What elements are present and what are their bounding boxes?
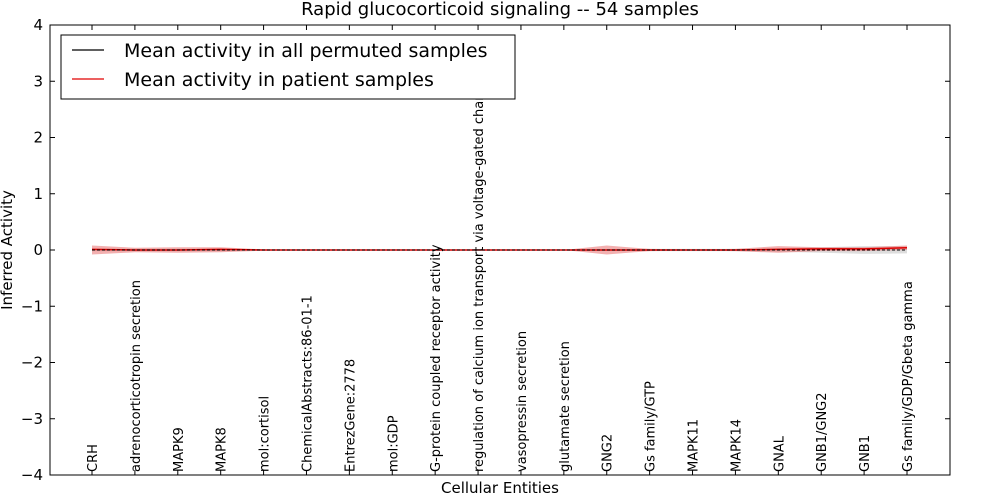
legend-entry: Mean activity in patient samples: [124, 69, 434, 91]
x-axis: [91, 25, 908, 475]
y-tick-label: −4: [21, 466, 43, 484]
entity-label: Gs family/GDP/Gbeta gamma: [901, 281, 916, 472]
y-tick-label: −1: [21, 297, 43, 315]
legend-entry: Mean activity in all permuted samples: [124, 40, 487, 62]
series-lines: [91, 247, 908, 251]
legend: Mean activity in all permuted samplesMea…: [60, 34, 516, 100]
y-tick-label: 0: [33, 241, 43, 259]
entity-label: GNB1: [858, 435, 873, 472]
y-tick-label: 4: [33, 16, 43, 34]
entity-label: mol:GDP: [386, 415, 401, 472]
entity-label: MAPK11: [687, 419, 702, 472]
entity-label: G-protein coupled receptor activity: [429, 244, 444, 472]
entity-label: GNB1/GNG2: [815, 392, 830, 472]
entity-label: ChemicalAbstracts:86-01-1: [301, 295, 316, 472]
entity-label: Gs family/GTP: [644, 381, 659, 472]
entity-label: regulation of calcium ion transport via …: [472, 73, 487, 472]
entity-label: glutamate secretion: [558, 341, 573, 472]
y-tick-label: −2: [21, 354, 43, 372]
y-tick-label: 3: [33, 72, 43, 90]
x-axis-title: Cellular Entities: [441, 479, 559, 497]
entity-label: adrenocorticotropin secretion: [129, 280, 144, 472]
chart-title: Rapid glucocorticoid signaling -- 54 sam…: [301, 0, 699, 20]
entity-label: GNAL: [772, 435, 787, 472]
legend-box: [60, 34, 516, 100]
entity-label: EntrezGene:2778: [343, 359, 358, 472]
entity-label: CRH: [86, 444, 101, 472]
entity-label: MAPK9: [172, 427, 187, 472]
y-tick-label: 1: [33, 185, 43, 203]
entity-label: MAPK8: [215, 427, 230, 472]
y-tick-label: 2: [33, 129, 43, 147]
y-axis-title: Inferred Activity: [0, 190, 16, 310]
y-tick-label: −3: [21, 410, 43, 428]
entity-label: MAPK14: [729, 419, 744, 472]
y-axis: 4 3 2 1 0 −1 −2 −3 −4: [21, 16, 950, 484]
entity-label: GNG2: [601, 434, 616, 472]
entity-label: mol:cortisol: [258, 396, 273, 472]
entity-label: vasopressin secretion: [515, 331, 530, 472]
